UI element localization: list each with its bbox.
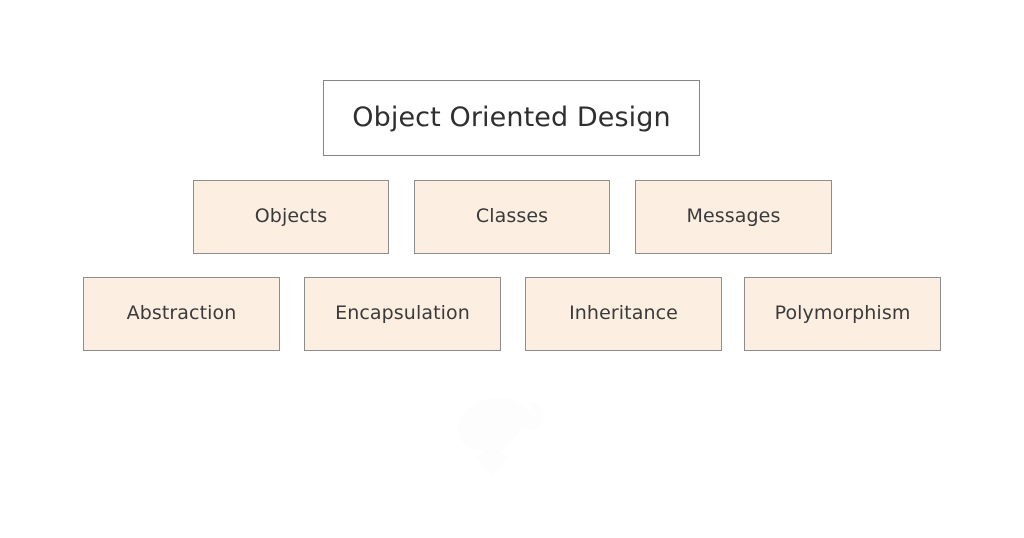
node-encapsulation[interactable]: Encapsulation xyxy=(304,277,501,351)
node-inheritance[interactable]: Inheritance xyxy=(525,277,722,351)
node-objects[interactable]: Objects xyxy=(193,180,389,254)
node-label: Inheritance xyxy=(569,302,678,325)
node-classes[interactable]: Classes xyxy=(414,180,610,254)
node-label: Classes xyxy=(475,205,549,228)
node-label: Object Oriented Design xyxy=(352,102,671,134)
node-label: Encapsulation xyxy=(335,302,470,325)
node-label: Objects xyxy=(254,205,328,228)
node-label: Abstraction xyxy=(126,302,237,325)
node-object-oriented-design[interactable]: Object Oriented Design xyxy=(323,80,700,156)
node-abstraction[interactable]: Abstraction xyxy=(83,277,280,351)
watermark-logo-icon xyxy=(446,392,576,480)
node-label: Messages xyxy=(686,205,781,228)
node-label: Polymorphism xyxy=(774,302,911,325)
node-messages[interactable]: Messages xyxy=(635,180,832,254)
node-polymorphism[interactable]: Polymorphism xyxy=(744,277,941,351)
